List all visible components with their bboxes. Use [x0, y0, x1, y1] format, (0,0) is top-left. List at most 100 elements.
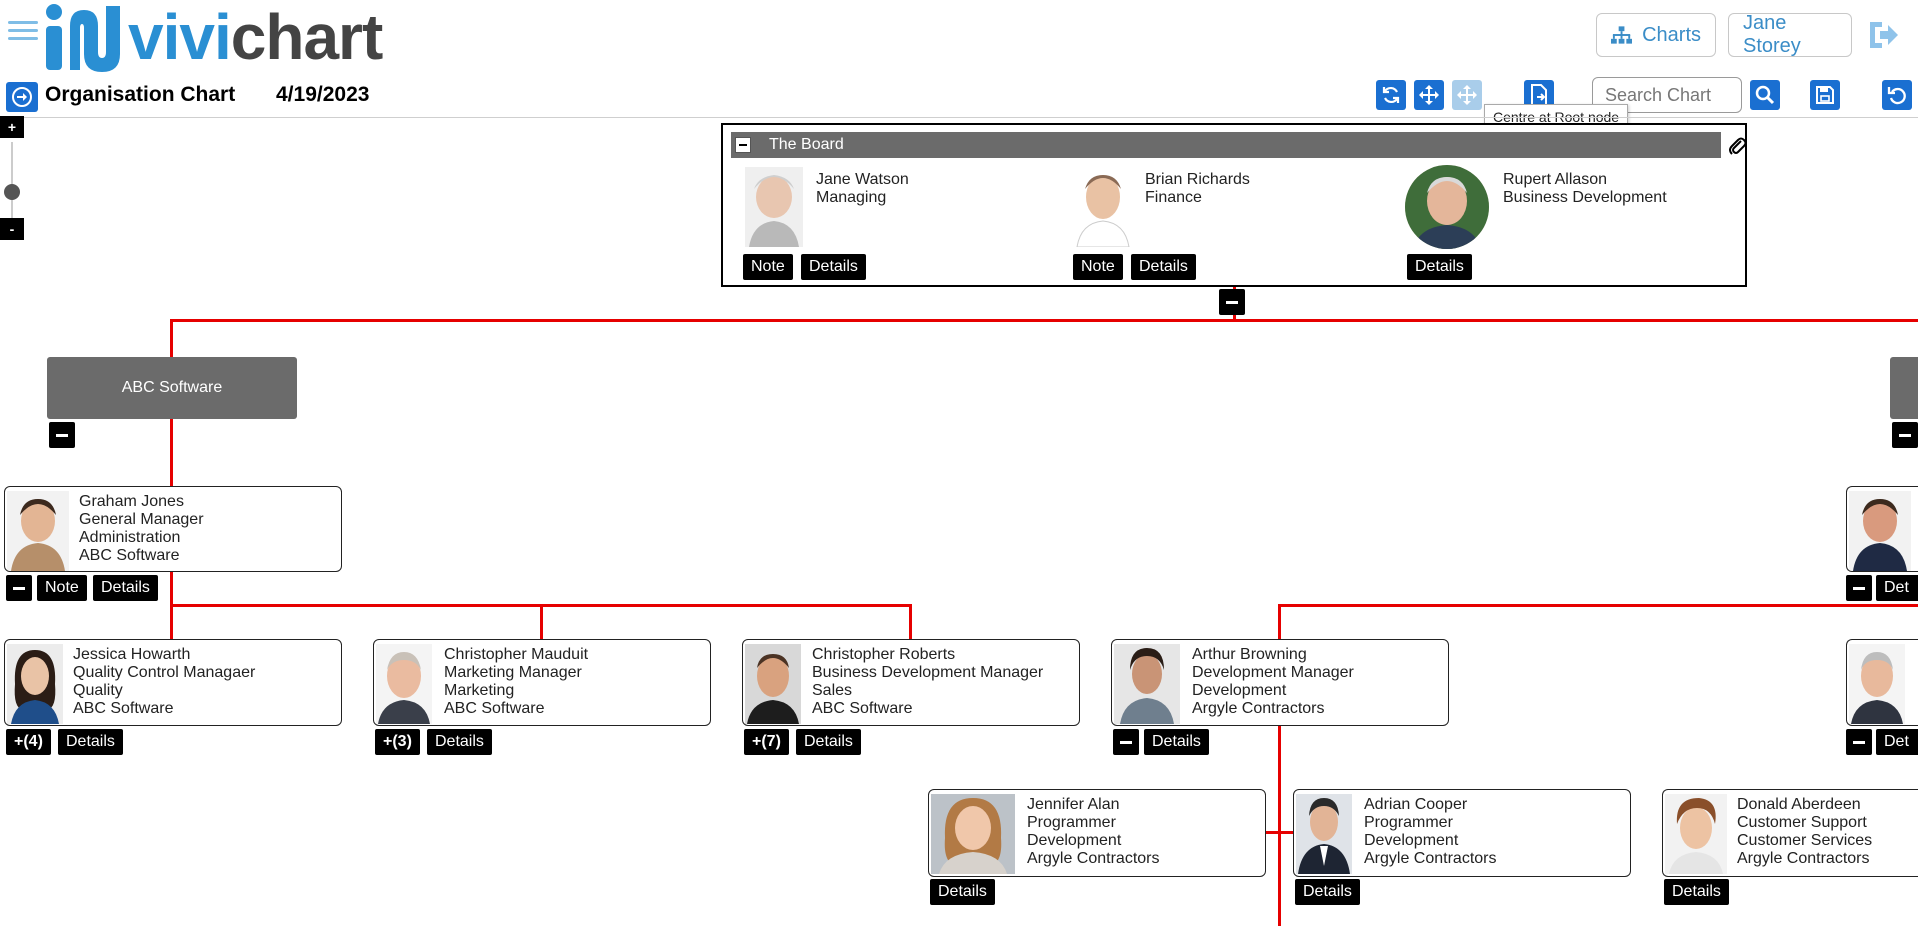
person-company: Argyle Contractors	[1737, 850, 1870, 867]
avatar-donald-aberdeen	[1665, 794, 1727, 874]
avatar-brian-richards	[1075, 167, 1131, 247]
group-abc-software[interactable]: ABC Software	[47, 357, 297, 419]
avatar-arthur-browning	[1114, 644, 1180, 724]
pan-button[interactable]	[1414, 80, 1444, 110]
collapse-children-button[interactable]	[1846, 575, 1872, 601]
centre-root-button[interactable]	[1452, 80, 1482, 110]
person-card-partial-right[interactable]	[1846, 486, 1918, 572]
person-name: Arthur Browning	[1192, 646, 1307, 663]
expand-children-button[interactable]: +(4)	[6, 729, 51, 755]
details-button[interactable]: Details	[796, 729, 861, 755]
person-title: General Manager	[79, 511, 204, 528]
search-input[interactable]	[1592, 77, 1742, 113]
logo-text-vivi: vivi	[128, 1, 232, 73]
arrow-circle-right-icon	[12, 87, 32, 107]
details-button[interactable]: Details	[930, 879, 995, 905]
person-company: ABC Software	[73, 700, 174, 717]
person-card-jennifer-alan[interactable]: Jennifer Alan Programmer Development Arg…	[928, 789, 1266, 877]
org-chart-icon	[1611, 26, 1633, 44]
details-button[interactable]: Details	[427, 729, 492, 755]
avatar-jennifer-alan	[931, 794, 1015, 874]
person-department: Development	[1192, 682, 1287, 699]
search-icon	[1755, 85, 1775, 105]
details-button[interactable]: Details	[93, 575, 158, 601]
person-department: Sales	[812, 682, 853, 699]
person-card-donald-aberdeen[interactable]: Donald Aberdeen Customer Support Custome…	[1662, 789, 1918, 877]
user-button[interactable]: Jane Storey	[1728, 12, 1852, 57]
details-button[interactable]: Details	[1407, 254, 1472, 280]
person-department: Marketing	[444, 682, 515, 699]
zoom-in-button[interactable]: +	[0, 116, 24, 138]
centre-arrows-icon	[1457, 85, 1477, 105]
details-button[interactable]: Details	[801, 254, 866, 280]
search-button[interactable]	[1750, 80, 1780, 110]
board-header: The Board	[731, 132, 1721, 158]
person-card-graham-jones[interactable]: Graham Jones General Manager Administrat…	[4, 486, 342, 572]
person-department: Administration	[79, 529, 181, 546]
person-card-partial-right[interactable]	[1846, 639, 1918, 726]
collapse-children-button[interactable]	[1113, 729, 1139, 755]
details-button[interactable]: Details	[1664, 879, 1729, 905]
zoom-track[interactable]	[11, 142, 13, 222]
refresh-button[interactable]	[1376, 80, 1406, 110]
details-button[interactable]: Det	[1876, 729, 1918, 755]
board-collapse-children-button[interactable]	[1219, 289, 1245, 315]
board-collapse-button[interactable]	[731, 132, 755, 158]
zoom-out-button[interactable]: -	[0, 218, 24, 240]
details-button[interactable]: Details	[1295, 879, 1360, 905]
person-name: Jennifer Alan	[1027, 796, 1120, 813]
note-button[interactable]: Note	[37, 575, 87, 601]
board-member-name: Jane Watson	[816, 171, 909, 188]
expand-children-button[interactable]: +(3)	[375, 729, 420, 755]
document-export-icon	[1531, 84, 1547, 106]
details-button[interactable]: Details	[1144, 729, 1209, 755]
avatar-jessica-howarth	[7, 644, 63, 724]
board-title: The Board	[769, 136, 844, 153]
person-card-jessica-howarth[interactable]: Jessica Howarth Quality Control Managaer…	[4, 639, 342, 726]
person-title: Customer Support	[1737, 814, 1867, 831]
logout-icon[interactable]	[1866, 18, 1900, 52]
page-title: Organisation Chart	[45, 83, 236, 106]
board-member-role: Business Development	[1503, 189, 1667, 206]
person-company: ABC Software	[444, 700, 545, 717]
group-collapse-button[interactable]	[1892, 422, 1918, 448]
details-button[interactable]: Det	[1876, 575, 1918, 601]
person-card-adrian-cooper[interactable]: Adrian Cooper Programmer Development Arg…	[1293, 789, 1631, 877]
board-member-role: Finance	[1145, 189, 1202, 206]
menu-icon[interactable]	[8, 16, 38, 46]
person-department: Development	[1027, 832, 1122, 849]
person-company: ABC Software	[79, 547, 180, 564]
collapse-children-button[interactable]	[1846, 729, 1872, 755]
note-button[interactable]: Note	[743, 254, 793, 280]
person-name: Jessica Howarth	[73, 646, 191, 663]
undo-button[interactable]	[1882, 80, 1912, 110]
move-arrows-icon	[1419, 85, 1439, 105]
details-button[interactable]: Details	[58, 729, 123, 755]
group-collapse-button[interactable]	[49, 422, 75, 448]
avatar-partial-right	[1849, 644, 1905, 724]
person-company: Argyle Contractors	[1364, 850, 1497, 867]
board-node: The Board Jane Watson Managing Note Deta…	[721, 123, 1747, 287]
person-card-christopher-roberts[interactable]: Christopher Roberts Business Development…	[742, 639, 1080, 726]
note-button[interactable]: Note	[1073, 254, 1123, 280]
details-button[interactable]: Details	[1131, 254, 1196, 280]
person-title: Programmer	[1027, 814, 1116, 831]
user-button-label: Jane Storey	[1743, 12, 1801, 57]
person-card-christopher-mauduit[interactable]: Christopher Mauduit Marketing Manager Ma…	[373, 639, 711, 726]
person-card-arthur-browning[interactable]: Arthur Browning Development Manager Deve…	[1111, 639, 1449, 726]
charts-button[interactable]: Charts	[1596, 13, 1716, 57]
connector-board-branch	[170, 319, 1918, 322]
avatar-graham-jones	[7, 491, 69, 571]
person-title: Programmer	[1364, 814, 1453, 831]
group-partial-right[interactable]	[1890, 357, 1918, 419]
person-name: Christopher Roberts	[812, 646, 956, 663]
paperclip-icon[interactable]	[1727, 135, 1747, 157]
zoom-slider-thumb[interactable]	[4, 184, 20, 200]
navigate-button[interactable]	[6, 82, 38, 112]
save-button[interactable]	[1810, 80, 1840, 110]
expand-children-button[interactable]: +(7)	[744, 729, 789, 755]
collapse-children-button[interactable]	[6, 575, 32, 601]
refresh-icon	[1382, 86, 1400, 104]
person-name: Christopher Mauduit	[444, 646, 589, 663]
connector-level3	[1264, 831, 1294, 834]
